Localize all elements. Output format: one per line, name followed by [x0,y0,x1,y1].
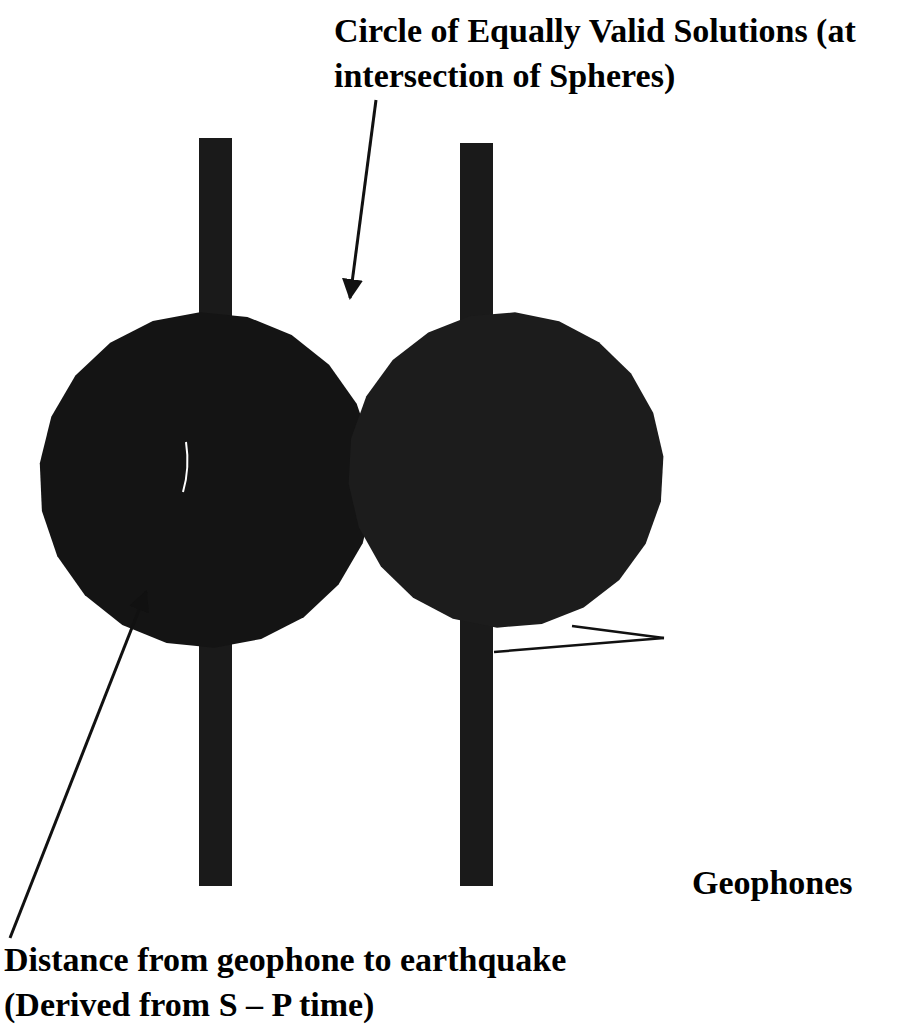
distance-sphere [40,312,374,648]
leader-line [572,626,664,638]
sphere-highlight [183,442,187,492]
distance-sphere [349,312,664,627]
intersection-label: Circle of Equally Valid Solutions (at in… [334,8,900,98]
leader-line [494,638,664,652]
distance-label: Distance from geophone to earthquake (De… [4,937,624,1027]
leader-line [350,100,376,298]
leader-line [10,592,146,938]
geophone-label: Geophones [692,860,897,905]
